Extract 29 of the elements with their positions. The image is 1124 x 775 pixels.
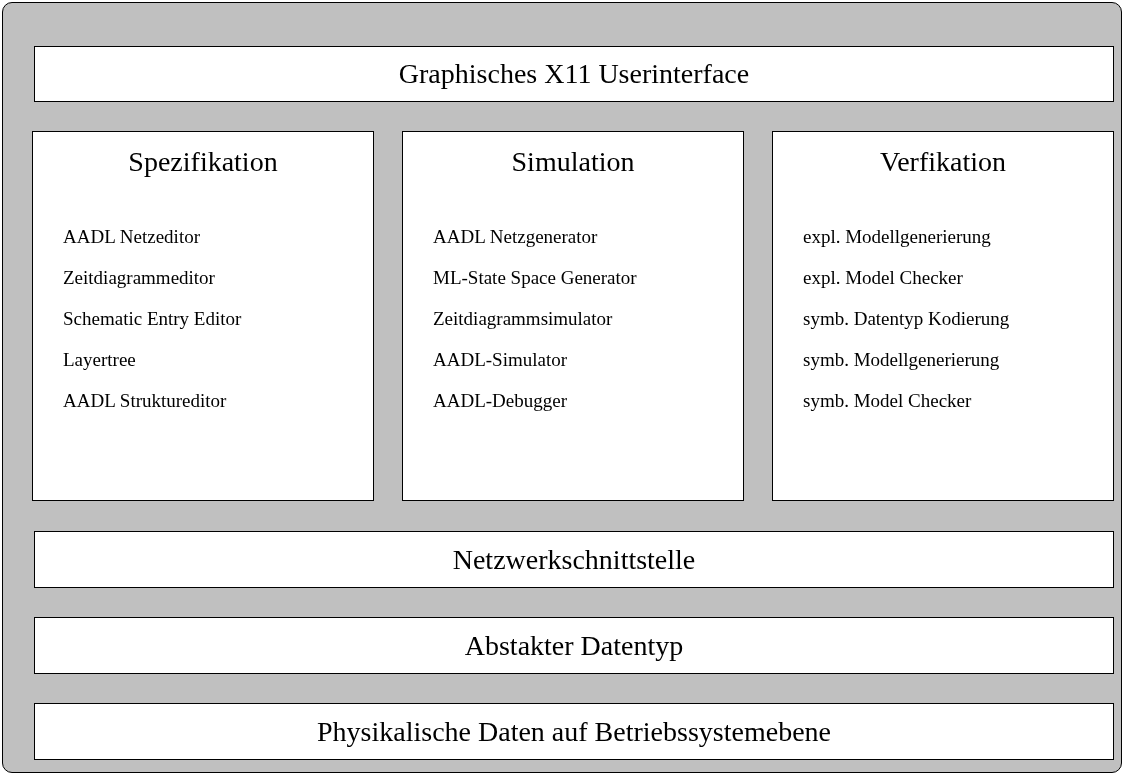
tool-name: AADL Struktureditor (63, 390, 227, 412)
tool-name: Layertree (63, 349, 136, 371)
module-box (402, 131, 744, 501)
tool-name: AADL Netzgenerator (433, 226, 598, 248)
module-title: Simulation (511, 146, 635, 178)
tool-name: AADL-Simulator (433, 349, 568, 371)
layer-label: Netzwerkschnittstelle (452, 543, 696, 576)
tool-name: Zeitdiagrammsimulator (433, 308, 613, 330)
tool-name: symb. Datentyp Kodierung (803, 308, 1010, 330)
tool-name: AADL-Debugger (433, 390, 567, 412)
layer-label: Graphisches X11 Userinterface (398, 58, 750, 90)
tool-name: Zeitdiagrammeditor (63, 267, 215, 289)
tool-name: AADL Netzeditor (63, 226, 200, 248)
module-title: Spezifikation (128, 146, 278, 178)
module-box (32, 131, 374, 501)
tool-name: expl. Model Checker (803, 267, 963, 289)
module-box (772, 131, 1114, 501)
tool-name: ML-State Space Generator (433, 267, 637, 289)
tool-name: symb. Model Checker (803, 390, 972, 412)
layer-box (34, 46, 1114, 102)
layer-label: Abstakter Datentyp (464, 629, 684, 662)
layer-box (34, 617, 1114, 674)
module-title: Verfikation (880, 146, 1006, 178)
layer-label: Physikalische Daten auf Betriebssystemebene (317, 715, 831, 748)
layer-box (34, 703, 1114, 760)
tool-name: Schematic Entry Editor (63, 308, 242, 330)
tool-name: symb. Modellgenerierung (803, 349, 1000, 371)
tool-name: expl. Modellgenerierung (803, 226, 991, 248)
layer-box (34, 531, 1114, 588)
